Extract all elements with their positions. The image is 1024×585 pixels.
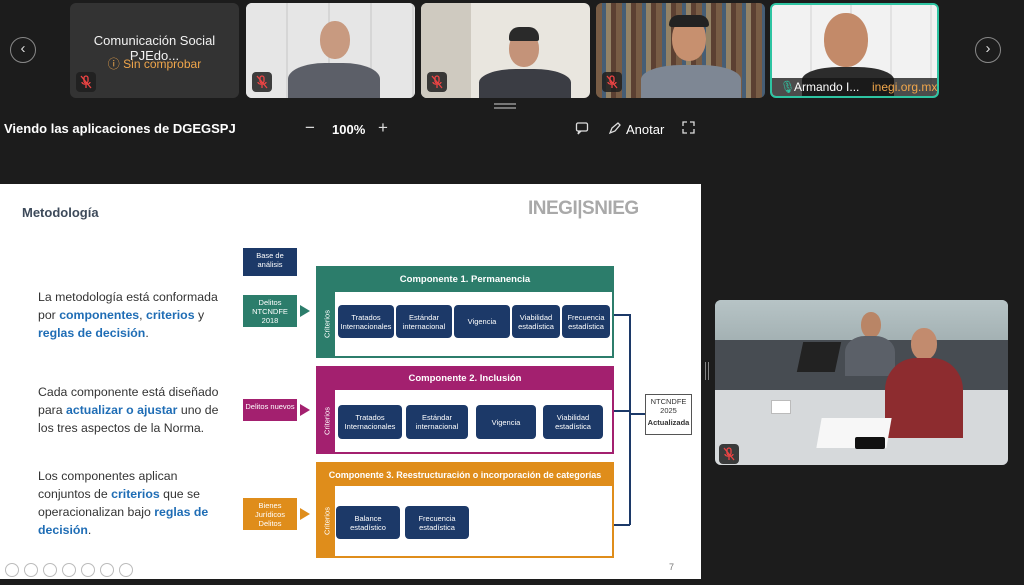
participant-tile-3[interactable] <box>421 3 590 98</box>
muted-mic-icon <box>76 72 96 92</box>
paragraph-1: La metodología está conformada por compo… <box>38 290 218 340</box>
component-title: Componente 2. Inclusión <box>318 368 612 390</box>
slide-controls[interactable] <box>0 560 160 580</box>
criterion: Viabilidad estadística <box>543 405 603 439</box>
zoom-out-button[interactable]: − <box>305 118 315 137</box>
inegi-snieg-logo: INEGI|SNIEG <box>528 198 639 219</box>
participant-face <box>861 312 881 338</box>
control-icon[interactable] <box>100 563 114 577</box>
component-title: Componente 1. Permanencia <box>318 268 612 292</box>
input-label-3: Bienes Jurídicos Delitos <box>243 498 297 530</box>
sharing-status: Viendo las aplicaciones de DGEGSPJ <box>4 121 236 136</box>
paragraph-2: Cada componente está diseñado para actua… <box>38 385 219 435</box>
participant-domain-badge: inegi.org.mx <box>872 80 938 94</box>
criterion: Vigencia <box>476 405 536 439</box>
participant-face <box>824 13 868 67</box>
muted-mic-icon <box>719 444 739 464</box>
fullscreen-icon[interactable] <box>682 121 695 137</box>
base-analysis-label: Base de análisis <box>243 248 297 276</box>
prev-participants-button[interactable]: ‹ <box>10 37 36 63</box>
next-participants-button[interactable]: › <box>975 37 1001 63</box>
control-icon[interactable] <box>119 563 133 577</box>
page-number: 7 <box>669 562 675 572</box>
slide-title: Metodología <box>22 205 99 220</box>
criterion: Tratados Internacionales <box>338 405 402 439</box>
mic-on-icon: 🎙 <box>780 80 796 94</box>
criterion: Vigencia <box>454 305 510 338</box>
criterion: Tratados Internacionales <box>338 305 394 338</box>
paragraph-3: Los componentes aplican conjuntos de cri… <box>38 469 209 537</box>
participant-status: ⓘ Sin comprobar <box>107 57 202 71</box>
control-icon[interactable] <box>24 563 38 577</box>
component-1: Componente 1. Permanencia Criterios Trat… <box>316 266 614 358</box>
meeting-room-video[interactable] <box>715 300 1008 465</box>
muted-mic-icon <box>602 72 622 92</box>
comment-icon[interactable] <box>575 121 589 138</box>
annotate-pen-icon[interactable] <box>608 121 622 138</box>
component-3: Componente 3. Reestructuración o incorpo… <box>316 462 614 558</box>
shared-slide: Metodología INEGI|SNIEG La metodología e… <box>0 184 701 579</box>
resize-handle[interactable] <box>494 103 516 109</box>
criterion: Frecuencia estadística <box>405 506 469 539</box>
result-box: NTCNDFE 2025 Actualizada <box>645 394 692 435</box>
zoom-in-button[interactable]: + <box>378 118 388 137</box>
arrow-icon <box>300 508 310 520</box>
control-icon[interactable] <box>81 563 95 577</box>
arrow-icon <box>300 305 310 317</box>
laptop <box>796 342 842 372</box>
participant-tile-5[interactable]: 🎙 Armando I... inegi.org.mx <box>770 3 939 98</box>
participant-tile-4[interactable] <box>596 3 765 98</box>
criterion: Frecuencia estadística <box>562 305 610 338</box>
participant-face <box>911 328 937 360</box>
panel-resize-handle[interactable] <box>705 362 709 380</box>
component-2: Componente 2. Inclusión Criterios Tratad… <box>316 366 614 454</box>
criterion: Estándar internacional <box>396 305 452 338</box>
participant-tile-2[interactable] <box>246 3 415 98</box>
participant-name: Armando I... <box>794 80 860 94</box>
input-label-2: Delitos nuevos <box>243 399 297 421</box>
participant-name: Comunicación Social PJEdo... <box>93 33 216 63</box>
arrow-icon <box>300 404 310 416</box>
control-icon[interactable] <box>43 563 57 577</box>
input-label-1: Delitos NTCNDFE 2018 <box>243 295 297 327</box>
control-icon[interactable] <box>62 563 76 577</box>
criterion: Viabilidad estadística <box>512 305 560 338</box>
component-title: Componente 3. Reestructuración o incorpo… <box>318 464 612 486</box>
participant-tile-1[interactable]: Comunicación Social PJEdo... ⓘ Sin compr… <box>70 3 239 98</box>
control-icon[interactable] <box>5 563 19 577</box>
zoom-level: 100% <box>332 122 366 137</box>
annotate-button[interactable]: Anotar <box>626 122 665 137</box>
muted-mic-icon <box>252 72 272 92</box>
criterion: Estándar internacional <box>406 405 468 439</box>
participant-face <box>320 21 350 59</box>
warning-icon: ⓘ <box>107 57 120 71</box>
criterion: Balance estadístico <box>336 506 400 539</box>
muted-mic-icon <box>427 72 447 92</box>
